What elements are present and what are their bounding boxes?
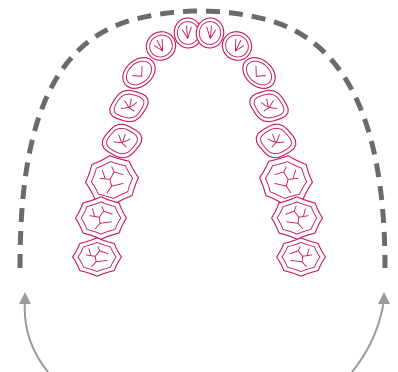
- tooth-left-third-molar: [73, 238, 122, 276]
- left-arrow: [19, 292, 48, 372]
- tooth-left-second-molar: [76, 197, 127, 239]
- tooth-right-second-premolar: [253, 121, 298, 161]
- tooth-outline: [245, 84, 294, 128]
- teeth-group: [73, 16, 326, 276]
- tooth-right-central-incisor: [194, 16, 226, 50]
- tooth-left-second-premolar: [99, 121, 144, 161]
- tooth-outline: [76, 197, 127, 239]
- tooth-right-first-premolar: [245, 84, 294, 128]
- arch-guide-dashed-line: [20, 11, 385, 268]
- tooth-outline: [272, 197, 323, 239]
- tooth-right-second-molar: [272, 197, 323, 239]
- tooth-left-first-molar: [83, 153, 140, 206]
- tooth-outline: [277, 238, 326, 276]
- tooth-right-third-molar: [277, 238, 326, 276]
- tooth-outline: [253, 121, 298, 161]
- tooth-outline: [105, 84, 154, 128]
- tooth-outline: [99, 121, 144, 161]
- tooth-right-first-molar: [257, 153, 314, 206]
- tooth-left-first-premolar: [105, 84, 154, 128]
- right-arrow: [352, 292, 390, 372]
- tooth-outline: [73, 238, 122, 276]
